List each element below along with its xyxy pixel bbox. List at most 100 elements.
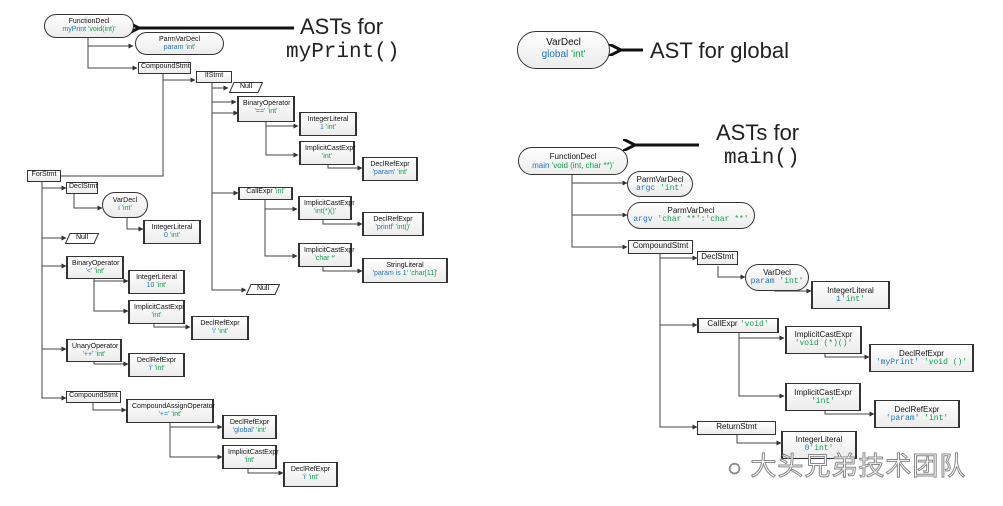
node-kind: IntegerLiteral [307, 116, 349, 123]
node-string-literal[interactable]: StringLiteral 'param is 1' 'char[11]' [362, 258, 448, 283]
caption-myprint-line2: myPrint() [286, 41, 400, 64]
node-type: 'int' [325, 124, 336, 132]
node-var-decl-global[interactable]: VarDecl global 'int' [517, 31, 610, 69]
node-detail: myPrint 'void(int)' [45, 26, 133, 34]
node-name: 'i' [211, 328, 217, 336]
node-type: 'int' [840, 295, 865, 305]
node-return-stmt[interactable]: ReturnStmt [697, 421, 776, 435]
node-null-if[interactable]: Null [229, 82, 263, 93]
node-integer-literal-1-main[interactable]: IntegerLiteral 1'int' [811, 281, 890, 309]
node-declref-param[interactable]: DeclRefExpr 'param' 'int' [362, 157, 418, 181]
node-implicit-cast-fn-main[interactable]: ImplicitCastExpr 'void (*)()' [785, 326, 862, 354]
node-kind: Null [239, 83, 253, 90]
node-type: 'char *' [314, 255, 336, 263]
node-implicit-cast-cao[interactable]: ImplicitCastExpr 'int' [222, 445, 279, 469]
node-declref-i-cao[interactable]: DeclRefExpr 'i' 'int' [283, 462, 338, 487]
node-parm-var-decl-argv[interactable]: ParmVarDecl argv 'char **':'char **' [627, 202, 755, 229]
node-kind: Null [256, 285, 270, 292]
node-detail: argc 'int' [628, 184, 692, 193]
node-kind: FunctionDecl [549, 152, 597, 161]
watermark-text: 大头兄弟技术团队 [750, 451, 967, 482]
node-declref-param-main[interactable]: DeclRefExpr 'param' 'int' [874, 400, 960, 428]
node-decl-stmt-main[interactable]: DeclStmt [697, 251, 738, 265]
node-type: 'int' [924, 414, 949, 424]
node-type: 'char **':'char **' [657, 215, 749, 225]
node-declref-i-cond[interactable]: DeclRefExpr 'i' 'int' [191, 316, 249, 340]
node-kind: CompoundStmt [632, 241, 689, 250]
node-compound-assign-operator[interactable]: CompoundAssignOperator '+=' 'int' [126, 399, 215, 423]
node-null-for[interactable]: Null [65, 233, 99, 244]
node-compound-stmt-main[interactable]: CompoundStmt [628, 240, 693, 254]
node-parm-var-decl-param[interactable]: ParmVarDecl param 'int' [135, 32, 224, 55]
node-type: 'char[11]' [409, 270, 438, 278]
node-kind: ParmVarDecl [636, 175, 684, 184]
node-kind: DeclRefExpr [894, 405, 940, 414]
node-function-decl-myprint[interactable]: FunctionDecl myPrint 'void(int)' [44, 14, 134, 38]
node-declref-myprint[interactable]: DeclRefExpr 'myPrint' 'void ()' [869, 344, 974, 372]
node-binary-operator-lt[interactable]: BinaryOperator '<' 'int' [66, 256, 124, 279]
node-op: '++' [82, 351, 94, 359]
node-compound-stmt[interactable]: CompoundStmt [138, 62, 191, 74]
node-kind: DeclRefExpr [899, 349, 944, 358]
node-kind: ImplicitCastExpr [794, 330, 853, 339]
node-detail: main 'void (int, char **)' [519, 161, 627, 170]
node-detail: param 'int' [136, 44, 223, 52]
node-kind: IntegerLiteral [827, 286, 874, 295]
node-implicit-cast-charptr[interactable]: ImplicitCastExpr 'char *' [298, 243, 355, 267]
node-unary-operator-inc[interactable]: UnaryOperator '++' 'int' [66, 339, 122, 362]
node-type: 'int' [571, 48, 586, 60]
node-integer-literal-10[interactable]: IntegerLiteral 10 'int' [128, 270, 185, 294]
node-implicit-cast-for[interactable]: ImplicitCastExpr 'int' [128, 300, 185, 324]
node-callexpr-printf[interactable]: CallExpr 'int' [238, 187, 293, 200]
node-name: 'i' [302, 474, 307, 482]
node-implicit-cast-if[interactable]: ImplicitCastExpr 'int' [299, 141, 356, 165]
node-parm-var-decl-argc[interactable]: ParmVarDecl argc 'int' [627, 171, 693, 197]
caption-myprint-line1: ASTs for [300, 14, 384, 39]
node-type: 'void (int, char **)' [551, 161, 614, 171]
node-kind: ImplicitCastExpr [305, 145, 356, 152]
node-type: 'void (*)()' [794, 339, 853, 349]
node-if-stmt[interactable]: IfStmt [196, 71, 232, 83]
node-name: main [532, 161, 550, 171]
node-implicit-cast-int-main[interactable]: ImplicitCastExpr 'int' [785, 383, 861, 411]
node-kind: VarDecl [763, 268, 791, 277]
node-name: 'global' [232, 427, 255, 435]
node-name: 'myPrint' [875, 358, 920, 368]
node-kind: FunctionDecl [68, 18, 110, 25]
node-integer-literal-0[interactable]: IntegerLiteral 0 'int' [143, 220, 201, 244]
watermark: ◌ 大头兄弟技术团队 [727, 446, 967, 483]
node-declref-i-inc[interactable]: DeclRefExpr 'i' 'int' [128, 353, 185, 377]
node-op: '==' [254, 108, 266, 116]
node-value: 'param is 1' [372, 270, 408, 278]
node-decl-stmt-for[interactable]: DeclStmt [66, 182, 98, 194]
node-compound-stmt-for[interactable]: CompoundStmt [66, 391, 121, 403]
caption-main-line1: ASTs for [716, 120, 800, 145]
node-type: 'int' [95, 351, 106, 359]
node-value: 0 [804, 444, 810, 454]
node-var-decl-param[interactable]: VarDecl param 'int' [745, 264, 809, 291]
node-integer-literal-0-main[interactable]: IntegerLiteral 0'int' [781, 431, 857, 459]
node-kind: IntegerLiteral [795, 435, 843, 444]
node-declref-global[interactable]: DeclRefExpr 'global' 'int' [222, 415, 277, 439]
node-for-stmt[interactable]: ForStmt [27, 170, 61, 182]
node-kind: DeclRefExpr [290, 466, 331, 473]
node-detail: 'i' 'int' [197, 328, 243, 336]
node-binary-operator-eq[interactable]: BinaryOperator '==' 'int' [237, 96, 295, 122]
caption-main: ASTs for main() [716, 120, 800, 172]
node-declref-printf[interactable]: DeclRefExpr 'printf' 'int()' [362, 212, 424, 236]
node-value: 10 [146, 282, 155, 290]
node-detail: 'param is 1' 'char[11]' [368, 270, 442, 278]
node-call-expr-myprint[interactable]: CallExpr 'void' [697, 318, 779, 333]
caption-global: AST for global [650, 38, 790, 63]
node-type: 'int' [171, 411, 182, 419]
node-type: 'int' [809, 444, 834, 454]
node-name: 'printf' [375, 224, 394, 232]
node-name: myPrint [62, 26, 87, 34]
node-integer-literal-1[interactable]: IntegerLiteral 1 'int' [299, 112, 357, 136]
node-detail: 'i' 'int' [134, 365, 179, 373]
node-function-decl-main[interactable]: FunctionDecl main 'void (int, char **)' [518, 147, 628, 175]
node-implicit-cast-fnptr[interactable]: ImplicitCastExpr 'int(*)()' [298, 196, 355, 220]
node-var-decl-i[interactable]: VarDecl i 'int' [102, 192, 148, 218]
node-null-else[interactable]: Null [246, 284, 280, 295]
